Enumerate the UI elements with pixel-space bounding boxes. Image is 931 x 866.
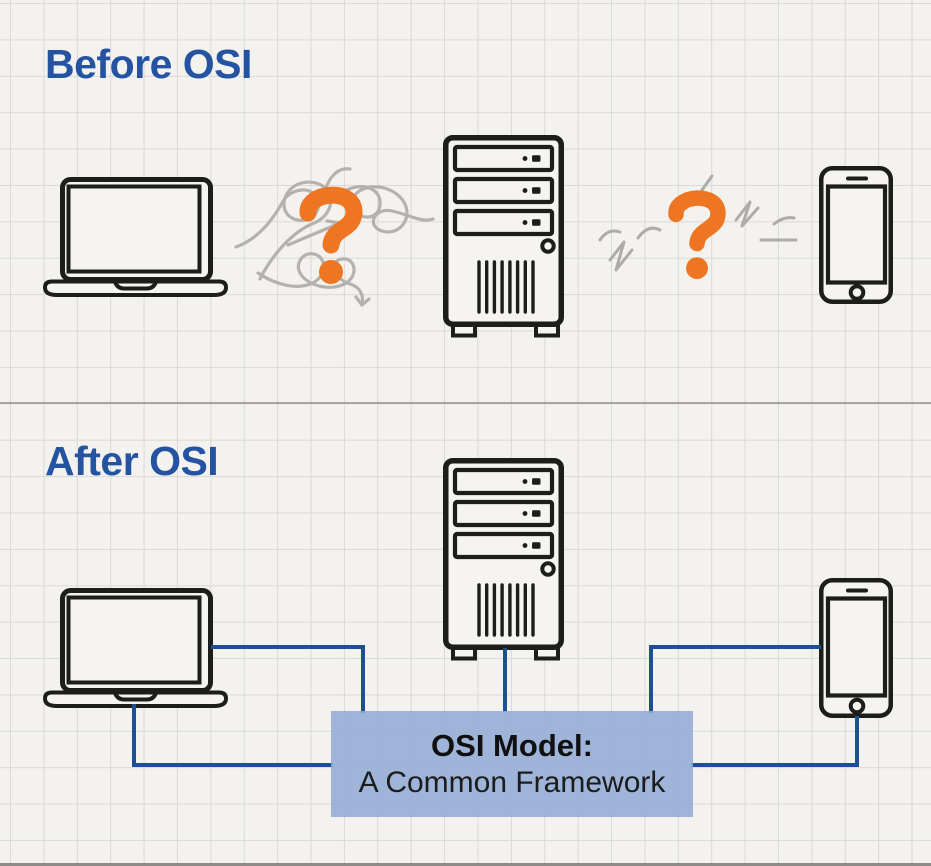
connector-laptop-bottom-v — [132, 704, 136, 767]
smartphone-icon — [819, 166, 893, 304]
connector-phone-left-h — [649, 645, 821, 649]
question-mark-icon — [299, 186, 363, 284]
server-icon — [443, 458, 564, 661]
laptop-icon — [43, 588, 228, 708]
laptop-icon — [43, 177, 228, 297]
after-osi-title: After OSI — [45, 438, 219, 484]
before-osi-title: Before OSI — [45, 41, 252, 87]
osi-model-box: OSI Model: A Common Framework — [331, 711, 693, 817]
connector-phone-left-v — [649, 645, 653, 713]
broken-zigzag-icon — [598, 174, 798, 272]
osi-model-box-subtitle: A Common Framework — [358, 765, 666, 799]
bottom-edge-line — [0, 863, 931, 866]
connector-laptop-right-h — [211, 645, 365, 649]
connector-laptop-bottom-h — [132, 763, 333, 767]
connector-laptop-right-v — [361, 645, 365, 713]
smartphone-icon — [819, 578, 893, 718]
question-mark-icon — [668, 190, 726, 280]
connector-server-v — [503, 648, 507, 712]
section-divider — [0, 402, 931, 404]
osi-model-box-title: OSI Model: — [431, 728, 593, 764]
server-icon — [443, 135, 564, 338]
connector-phone-bottom-v — [855, 716, 859, 767]
connector-phone-bottom-h — [691, 763, 859, 767]
